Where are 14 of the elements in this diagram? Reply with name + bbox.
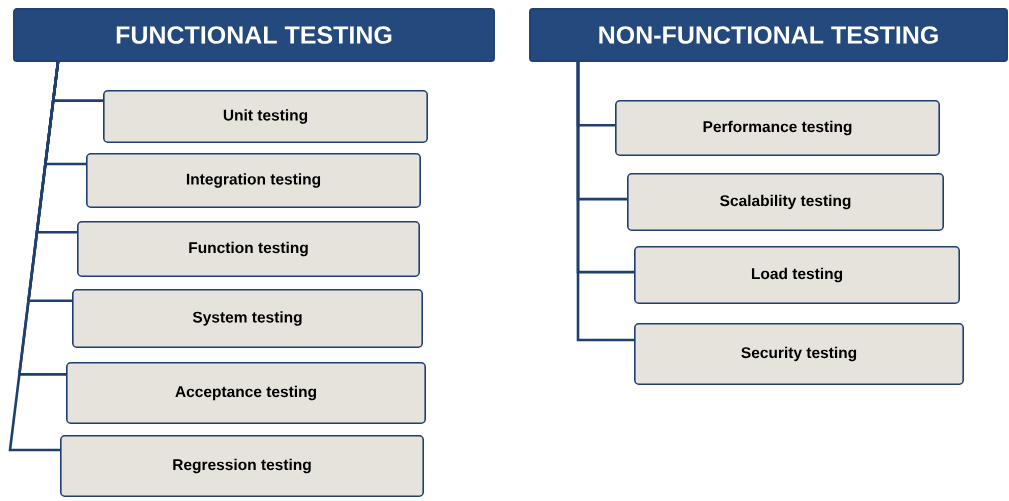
item-box: System testing	[72, 289, 423, 348]
item-box: Unit testing	[103, 90, 428, 143]
item-box: Acceptance testing	[66, 362, 426, 424]
heading-bar: FUNCTIONAL TESTING	[13, 8, 495, 62]
item-box: Performance testing	[615, 100, 940, 156]
heading-bar: NON-FUNCTIONAL TESTING	[529, 8, 1008, 62]
item-box: Load testing	[634, 246, 960, 304]
connector-line	[8, 61, 60, 452]
item-box: Regression testing	[60, 435, 424, 497]
item-box: Security testing	[634, 323, 964, 385]
connector-line	[576, 61, 634, 342]
item-box: Scalability testing	[627, 173, 944, 231]
item-box: Integration testing	[86, 153, 421, 208]
item-box: Function testing	[77, 221, 420, 277]
